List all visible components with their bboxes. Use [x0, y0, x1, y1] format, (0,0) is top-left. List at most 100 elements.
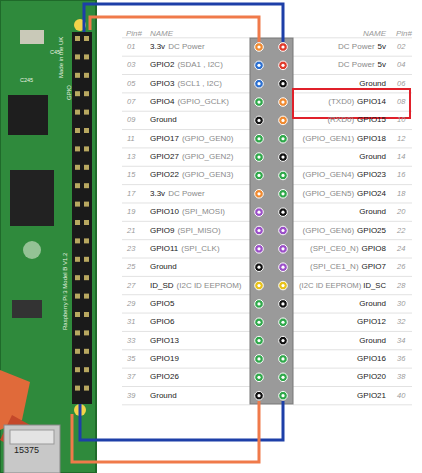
pin-number: 12	[397, 133, 405, 145]
pin-dot	[255, 43, 264, 52]
pin-name: GPIO22	[150, 169, 179, 181]
right-pin-name: (TXD0)GPIO14	[328, 96, 386, 108]
pin-dot	[279, 355, 288, 364]
pin-name: GPIO19	[150, 353, 179, 365]
pin-number: 37	[127, 371, 135, 383]
pin-number: 11	[127, 133, 135, 145]
pin-dot	[279, 190, 288, 199]
left-pin-name: GPIO19	[150, 353, 179, 365]
blue-wire	[80, 401, 283, 440]
pin-dot	[255, 171, 264, 180]
pin-name: Ground	[150, 261, 177, 273]
left-pin-name: GPIO3(SCL1 , I2C)	[150, 78, 222, 90]
alt-function: (SCL1 , I2C)	[177, 78, 221, 90]
pin-dot	[279, 43, 288, 52]
pin-number: 29	[127, 298, 135, 310]
connector-code: 15375	[14, 446, 39, 455]
board-marking: GPIO	[66, 85, 72, 100]
board-marking: Made in the UK	[58, 37, 64, 78]
pin-name: GPIO9	[150, 225, 174, 237]
pin-name: GPIO5	[150, 298, 174, 310]
header-pin	[84, 312, 89, 317]
pin-number: 06	[397, 78, 405, 90]
pin-number: 40	[397, 390, 405, 402]
pin-number: 26	[397, 261, 405, 273]
pin-name: Ground	[359, 78, 386, 90]
left-pin-name: ID_SD(I2C ID EEPROM)	[150, 280, 241, 292]
pcb-board	[0, 0, 96, 473]
header-pin	[84, 128, 89, 133]
right-pin-name: (I2C ID EEPROM)ID_SC	[299, 280, 386, 292]
right-pin-name: (RXD0)GPIO15	[327, 114, 386, 126]
pin-name: GPIO10	[150, 206, 179, 218]
left-pin-name: GPIO26	[150, 371, 179, 383]
header-pin	[84, 220, 89, 225]
pin-number: 38	[397, 371, 405, 383]
pin-name: GPIO17	[150, 133, 179, 145]
pin-dot	[279, 245, 288, 254]
pin-number: 31	[127, 316, 135, 328]
pin-dot	[255, 318, 264, 327]
pin-dot	[255, 190, 264, 199]
left-pin-name: GPIO11(SPI_CLK)	[150, 243, 220, 255]
pin-number: 03	[127, 59, 135, 71]
pin-name: GPIO24	[357, 188, 386, 200]
pin-dot	[279, 391, 288, 400]
board-marking: Raspberry Pi 3 Model B V1.2	[62, 253, 68, 330]
alt-function: (SPI_CLK)	[181, 243, 219, 255]
pin-number: 13	[127, 151, 135, 163]
left-pin-name: 3.3vDC Power	[150, 188, 205, 200]
column-header: Pin#	[126, 28, 142, 40]
pin-dot	[255, 98, 264, 107]
pin-dot	[279, 79, 288, 88]
board-marking: C245	[20, 78, 33, 84]
pin-strip	[250, 38, 293, 404]
pin-name: GPIO6	[150, 316, 174, 328]
right-pin-name: Ground	[359, 151, 386, 163]
pin-dot	[279, 226, 288, 235]
row-lines	[122, 38, 412, 405]
pin-number: 04	[397, 59, 405, 71]
right-pin-name: GPIO16	[357, 353, 386, 365]
alt-function: (I2C ID EEPROM)	[177, 280, 242, 292]
pin-name: GPIO21	[357, 390, 386, 402]
pin-name: GPIO26	[150, 371, 179, 383]
pin-dot	[255, 373, 264, 382]
left-pin-name: GPIO2(SDA1 , I2C)	[150, 59, 223, 71]
left-pin-name: GPIO5	[150, 298, 174, 310]
header-pin	[75, 91, 80, 96]
pin-dot	[255, 61, 264, 70]
pin-number: 02	[397, 41, 405, 53]
alt-function: DC Power	[168, 188, 204, 200]
pin-number: 16	[397, 169, 405, 181]
header-pin	[84, 294, 89, 299]
header-pin	[84, 73, 89, 78]
uart-highlight	[293, 89, 410, 118]
right-pin-name: (GPIO_GEN1)GPIO18	[303, 133, 386, 145]
pin-name: GPIO3	[150, 78, 174, 90]
pin-name: Ground	[359, 151, 386, 163]
header-pin	[75, 367, 80, 372]
pin-name: Ground	[359, 335, 386, 347]
header-pin	[84, 349, 89, 354]
pin-dot	[279, 134, 288, 143]
pin-dot	[279, 153, 288, 162]
header-pin	[84, 275, 89, 280]
pin-dot	[279, 208, 288, 217]
pin-dot	[279, 300, 288, 309]
pin-number: 28	[397, 280, 405, 292]
pin-number: 25	[127, 261, 135, 273]
header-pin	[75, 312, 80, 317]
pin-name: 3.3v	[150, 41, 165, 53]
alt-function: DC Power	[338, 59, 374, 71]
pin-name: Ground	[150, 114, 177, 126]
pin-number: 35	[127, 353, 135, 365]
right-pin-name: Ground	[359, 298, 386, 310]
left-pin-name: GPIO27(GPIO_GEN2)	[150, 151, 233, 163]
alt-function: DC Power	[338, 41, 374, 53]
left-pin-name: Ground	[150, 261, 177, 273]
pin-dot	[255, 116, 264, 125]
pin-number: 27	[127, 280, 135, 292]
alt-function: (SPI_MOSI)	[182, 206, 225, 218]
header-pin	[84, 110, 89, 115]
